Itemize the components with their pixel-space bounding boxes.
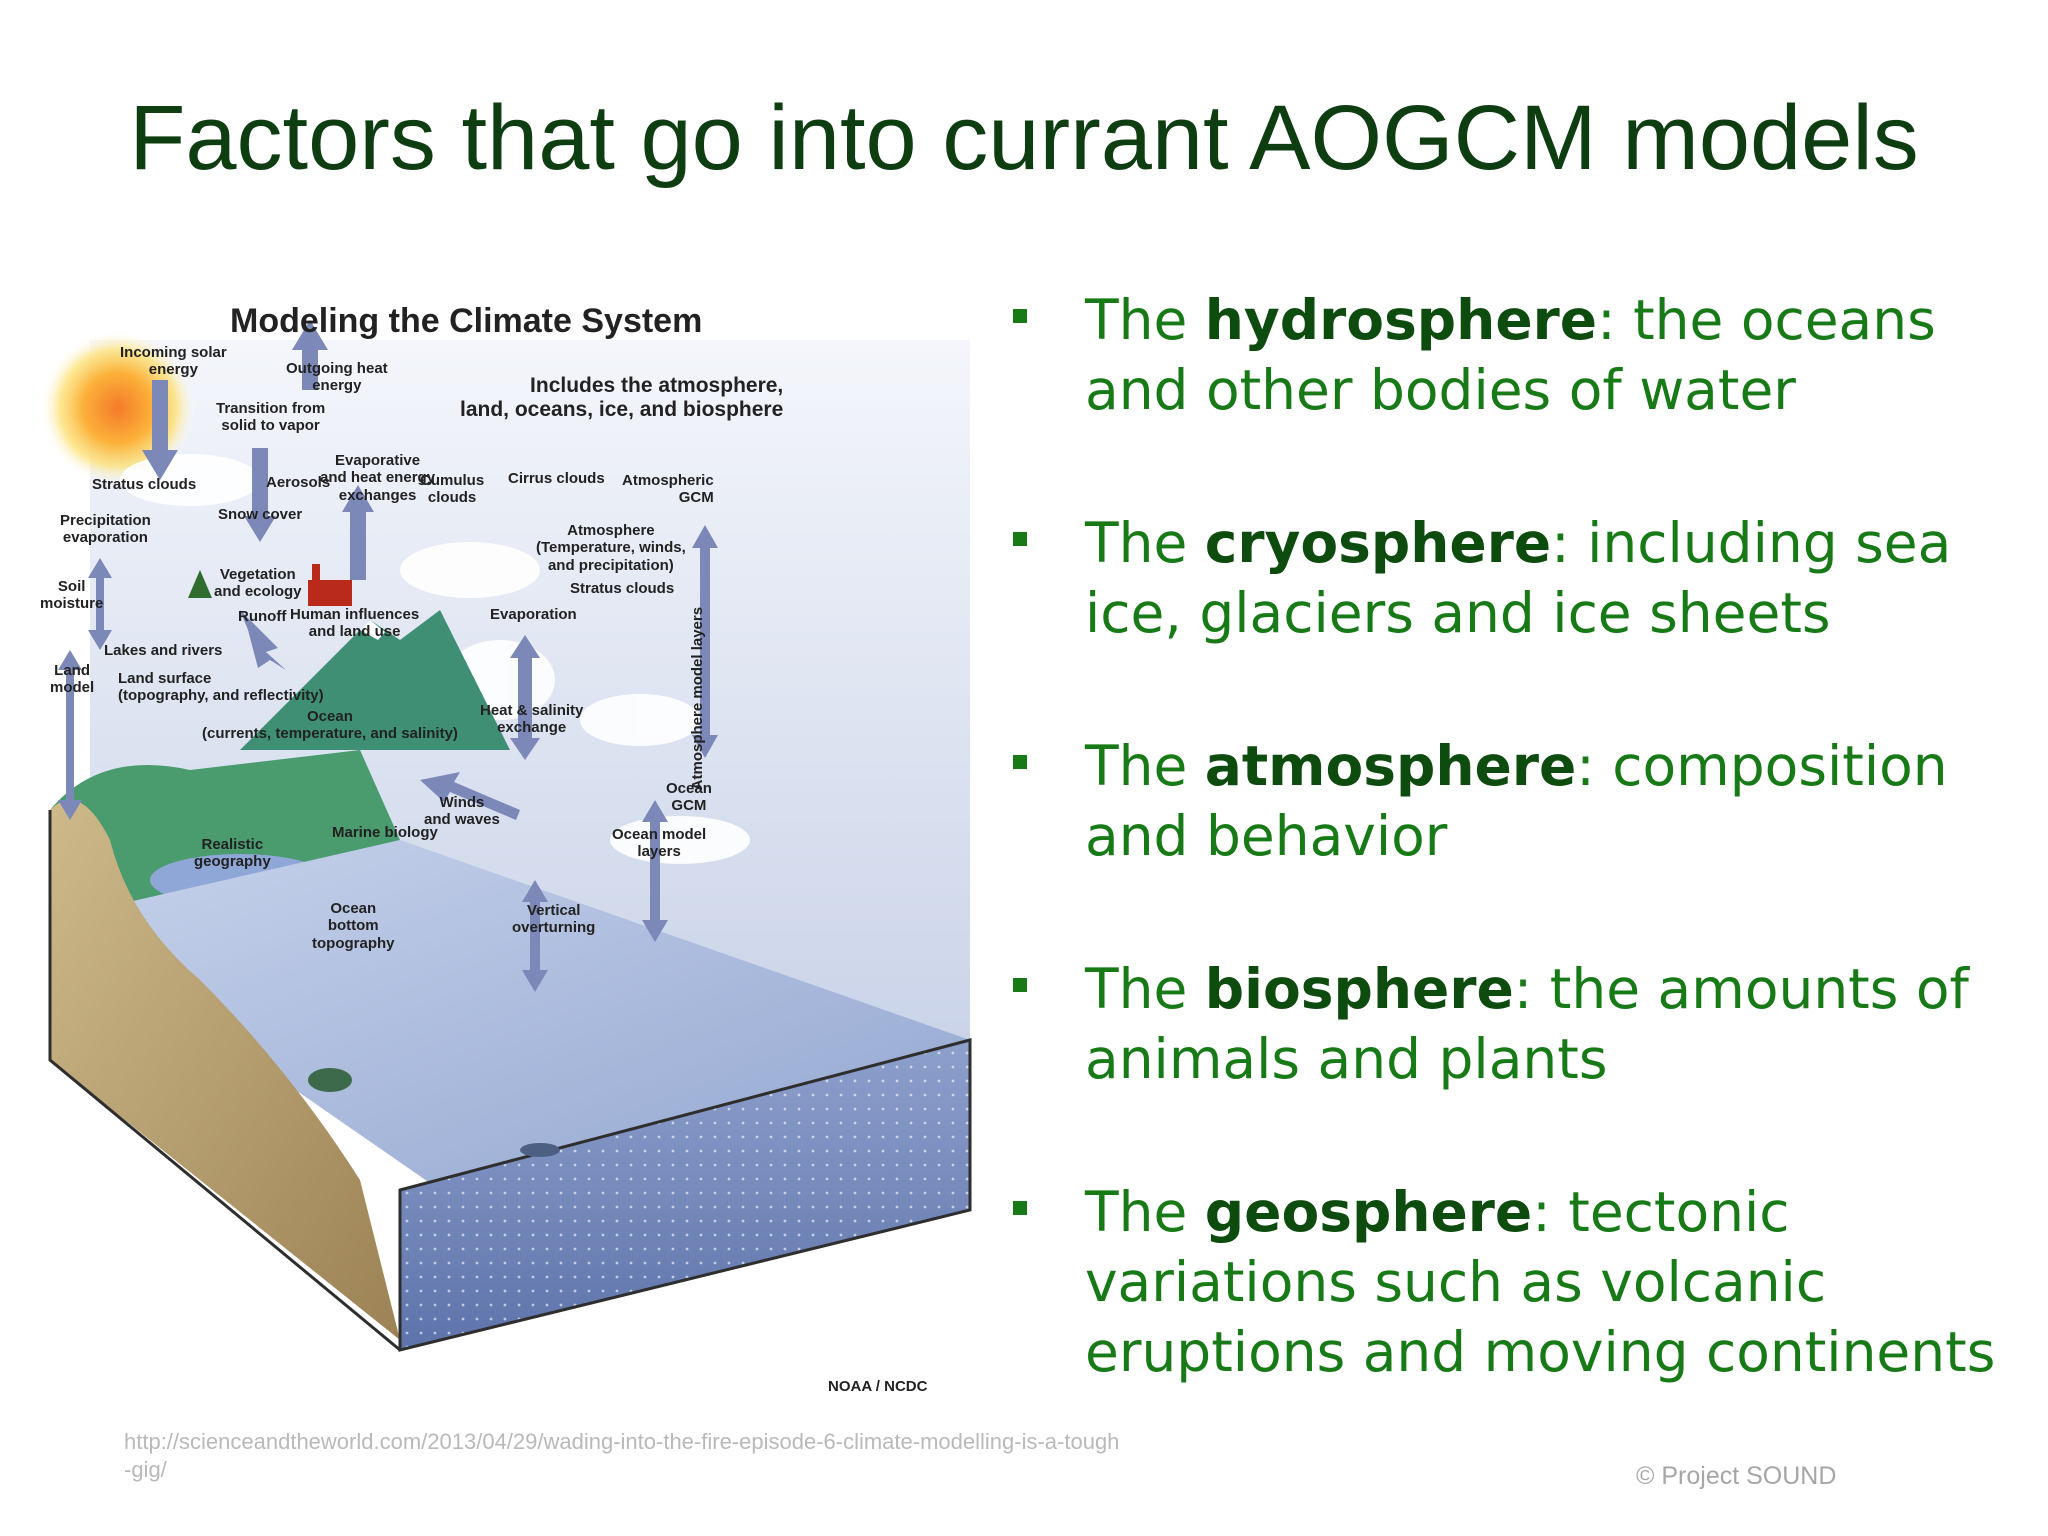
subtitle-line-1: Includes the atmosphere,	[530, 374, 784, 397]
label-evaporative: Evaporative and heat energy exchanges	[320, 452, 436, 504]
arrow-down-icon	[142, 380, 178, 480]
fish-icon	[520, 1143, 560, 1157]
bullet-square-icon	[1013, 1201, 1027, 1215]
label-atm-gcm: Atmospheric GCM	[622, 472, 714, 507]
turtle-icon	[308, 1068, 352, 1092]
label-cumulus: Cumulus clouds	[420, 472, 485, 507]
factors-list: The hydrosphere: the oceans and other bo…	[1005, 285, 2015, 1470]
arrow-updown-icon	[522, 880, 548, 992]
arrow-up-icon	[292, 320, 328, 390]
label-ocean-layers: Ocean model layers	[612, 826, 707, 861]
cloud-icon	[580, 694, 700, 746]
label-bottom: Ocean bottom topography	[312, 900, 395, 952]
subtitle-line-2: land, oceans, ice, and biosphere	[460, 398, 784, 422]
list-item: The cryosphere: including sea ice, glaci…	[1005, 508, 2015, 648]
diagram-title: Modeling the Climate System	[230, 302, 703, 340]
label-heat-salinity: Heat & salinity exchange	[480, 702, 584, 737]
arrow-updown-icon	[510, 635, 540, 760]
climate-system-diagram: Modeling the Climate System Includes the…	[40, 280, 980, 1410]
slide-title: Factors that go into currant AOGCM model…	[129, 87, 1919, 189]
diagram-subtitle: Includes the atmosphere, land, oceans, i…	[460, 374, 783, 422]
list-item: The hydrosphere: the oceans and other bo…	[1005, 285, 2015, 425]
label-lakes: Lakes and rivers	[104, 642, 223, 659]
label-atm-layers: Atmosphere model layers	[689, 606, 707, 791]
list-item: The atmosphere: composition and behavior	[1005, 731, 2015, 871]
factory-icon	[308, 580, 352, 606]
label-runoff: Runoff	[238, 608, 287, 625]
arrow-diagonal-icon	[420, 772, 520, 820]
cloud-icon	[400, 542, 540, 598]
list-item: The geosphere: tectonic variations such …	[1005, 1177, 2015, 1387]
label-stratus-mid: Stratus clouds	[570, 580, 675, 597]
label-soil: Soil moisture	[40, 578, 104, 613]
bullet-square-icon	[1013, 755, 1027, 769]
diagram-illustration	[40, 320, 972, 1352]
label-vegetation: Vegetation and ecology	[214, 566, 302, 601]
list-item: The biosphere: the amounts of animals an…	[1005, 954, 2015, 1094]
label-incoming-solar: Incoming solar energy	[120, 344, 227, 379]
label-evaporation: Evaporation	[490, 606, 577, 623]
arrow-updown-icon	[692, 525, 718, 758]
label-winds: Winds and waves	[424, 794, 500, 829]
label-cirrus: Cirrus clouds	[508, 470, 605, 487]
arrow-up-icon	[342, 485, 374, 580]
label-outgoing-heat: Outgoing heat energy	[286, 360, 388, 395]
land-cross-section	[50, 800, 400, 1340]
label-precip: Precipitation evaporation	[60, 512, 151, 547]
arrow-down-icon	[244, 448, 276, 542]
mountain-icon	[240, 610, 510, 750]
source-url[interactable]: http://scienceandtheworld.com/2013/04/29…	[124, 1429, 1120, 1482]
label-land-surface: Land surface (topography, and reflectivi…	[118, 670, 324, 705]
arrow-updown-icon	[642, 800, 668, 942]
label-ocean: Ocean (currents, temperature, and salini…	[202, 708, 458, 743]
label-land-model: Land model	[50, 662, 95, 697]
label-marine: Marine biology	[332, 824, 438, 841]
label-atmosphere: Atmosphere (Temperature, winds, and prec…	[536, 522, 686, 574]
diagram-credit: NOAA / NCDC	[828, 1378, 928, 1395]
copyright-notice: © Project SOUND	[1636, 1462, 1837, 1490]
label-vertical: Vertical overturning	[512, 902, 596, 937]
tree-icon	[188, 570, 212, 598]
bullet-square-icon	[1013, 978, 1027, 992]
label-transition: Transition from solid to vapor	[216, 400, 326, 435]
label-stratus-top: Stratus clouds	[92, 476, 197, 493]
label-human: Human influences and land use	[290, 606, 420, 641]
label-ocean-gcm: Ocean GCM	[666, 780, 712, 815]
bullet-square-icon	[1013, 532, 1027, 546]
label-snow: Snow cover	[218, 506, 303, 523]
cloud-icon	[610, 816, 750, 864]
bullet-square-icon	[1013, 309, 1027, 323]
arrow-diagonal-icon	[240, 610, 286, 670]
label-aerosols: Aerosols	[266, 474, 331, 491]
arrow-updown-icon	[58, 650, 82, 820]
label-realistic: Realistic geography	[194, 836, 271, 871]
arrow-updown-icon	[88, 558, 112, 650]
